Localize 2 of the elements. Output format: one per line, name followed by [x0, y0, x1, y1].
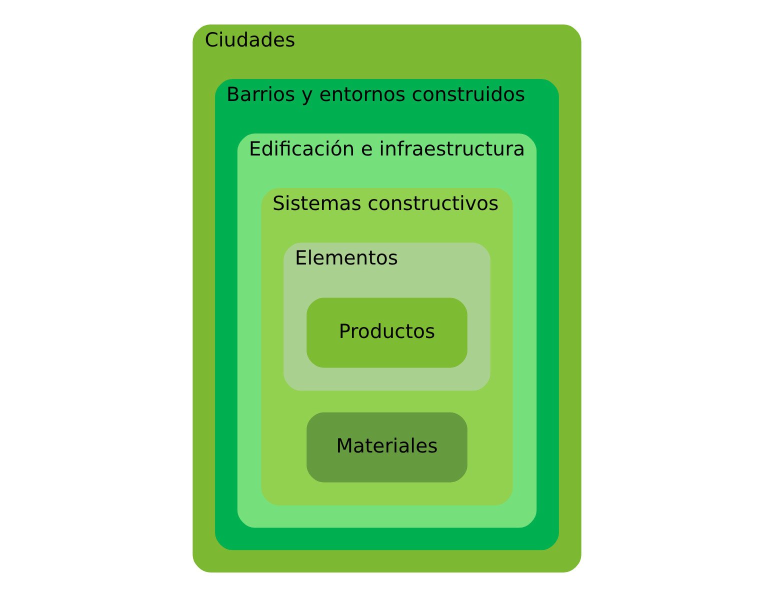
- node-box: Productos: [306, 298, 468, 368]
- node-box: Materiales: [306, 412, 468, 482]
